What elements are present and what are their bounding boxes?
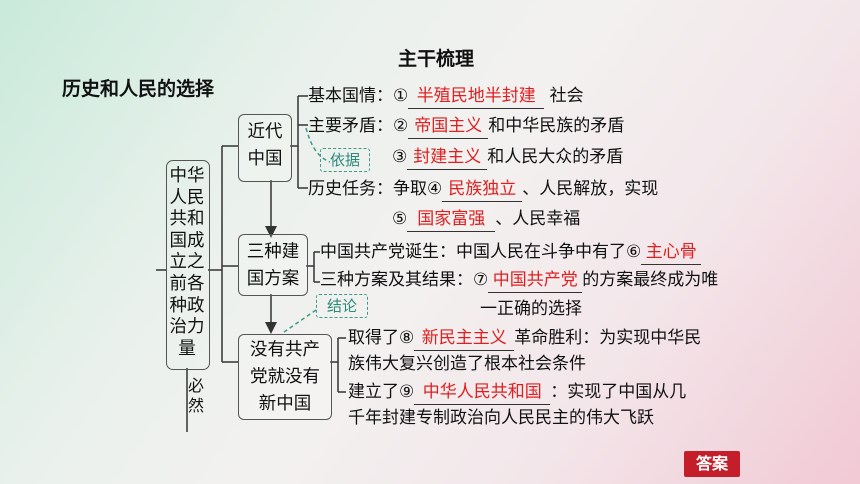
answer-7: 中国共产党 (488, 268, 583, 293)
answer-2: 帝国主义 (408, 114, 489, 139)
root-box-text: 中华 人民 共和 国成 立之 前各 种政 治力 量 (169, 166, 205, 359)
answer-5: 国家富强 (407, 207, 496, 232)
line-three-plans-result-2: 一正确的选择 (480, 299, 582, 319)
answer-9: 中华人民共和国 (414, 380, 551, 405)
answer-button[interactable]: 答案 (684, 451, 740, 477)
box-three-plans: 三种建 国方案 (238, 234, 308, 296)
basis-tag: 依据 (320, 148, 370, 172)
box-modern-china: 近代 中国 (238, 114, 292, 182)
page-title: 主干梳理 (398, 48, 475, 70)
answer-6: 主心骨 (641, 240, 702, 265)
answer-3: 封建主义 (407, 145, 488, 170)
section-heading: 历史和人民的选择 (62, 78, 215, 100)
line-revolution-victory-2: 族伟大复兴创造了根本社会条件 (348, 354, 586, 374)
box-no-party-no-china: 没有共产 党就没有 新中国 (238, 334, 332, 420)
bizan-label: 必 然 (187, 376, 204, 415)
answer-4: 民族独立 (442, 177, 523, 202)
answer-8: 新民主主义 (414, 326, 515, 351)
line-founding-prc-2: 千年封建专制政治向人民民主的伟大飞跃 (348, 408, 654, 428)
conclusion-tag: 结论 (316, 294, 368, 318)
root-box (166, 160, 210, 370)
answer-1: 半殖民地半封建 (408, 84, 545, 109)
